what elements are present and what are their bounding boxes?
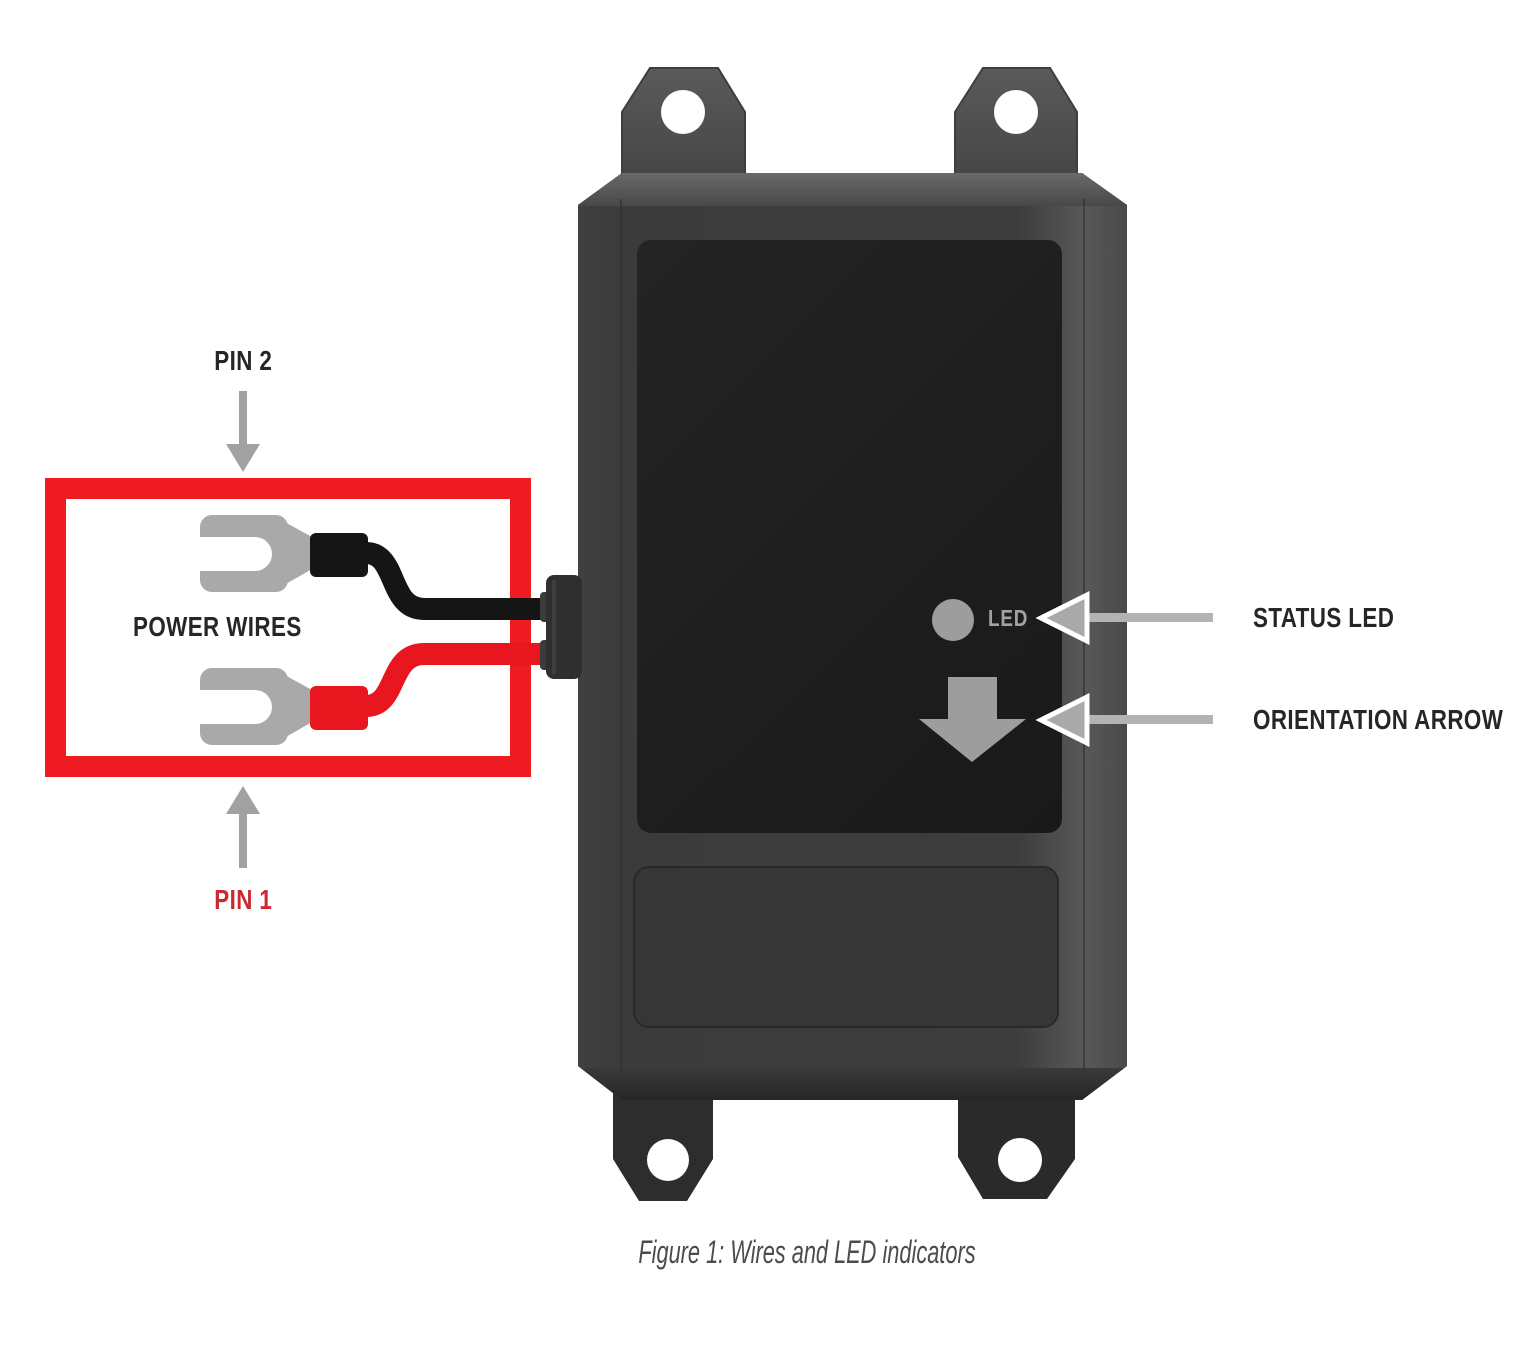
device-led-label-text: LED (988, 605, 1029, 631)
pin1-label-text: PIN 1 (213, 884, 273, 915)
orientation-callout-arrow-icon (1035, 692, 1213, 748)
orientation-arrow-label: ORIENTATION ARROW (1253, 705, 1536, 735)
device-bottom-bevel (578, 1068, 1127, 1100)
mount-hole (661, 90, 705, 134)
pin2-label: PIN 2 (143, 346, 343, 376)
cable-grommet (540, 575, 582, 679)
mount-hole (647, 1139, 689, 1181)
figure-caption-text: Figure 1: Wires and LED indicators (638, 1234, 976, 1270)
mount-hole (994, 90, 1038, 134)
power-wires-highlight-box (45, 478, 531, 777)
spade-connector-pin2 (182, 515, 368, 592)
mount-tab-top-left (621, 67, 746, 183)
device-led-label: LED (988, 606, 1037, 630)
mount-hole (998, 1138, 1042, 1182)
orientation-arrow-icon (919, 677, 1026, 762)
status-led-callout-arrow-icon (1035, 590, 1213, 646)
orientation-arrow-label-text: ORIENTATION ARROW (1253, 704, 1504, 735)
device-top-bevel (578, 173, 1127, 206)
red-wire (364, 643, 557, 717)
pin1-label: PIN 1 (143, 885, 343, 915)
pin2-label-text: PIN 2 (213, 345, 273, 376)
power-wires-label-text: POWER WIRES (133, 611, 302, 642)
pin1-pointer-arrow-icon (226, 786, 260, 868)
status-led-label: STATUS LED (1253, 603, 1430, 633)
status-led-label-text: STATUS LED (1253, 602, 1395, 633)
device-body (578, 173, 1127, 1100)
heat-shrink-red (310, 686, 368, 730)
mount-tab-bottom-right (958, 1078, 1075, 1199)
mount-tab-top-right (954, 67, 1078, 183)
heat-shrink-black (310, 533, 368, 577)
spade-connector-pin1 (182, 668, 368, 745)
mount-tab-bottom-left (613, 1078, 713, 1201)
device-left-seam (620, 199, 622, 1074)
status-led-indicator (932, 599, 974, 641)
pin2-pointer-arrow-icon (226, 391, 260, 472)
figure-caption: Figure 1: Wires and LED indicators (307, 1234, 1307, 1270)
device-lower-panel (633, 866, 1059, 1028)
power-wires-label: POWER WIRES (133, 612, 344, 642)
black-wire (364, 542, 557, 620)
